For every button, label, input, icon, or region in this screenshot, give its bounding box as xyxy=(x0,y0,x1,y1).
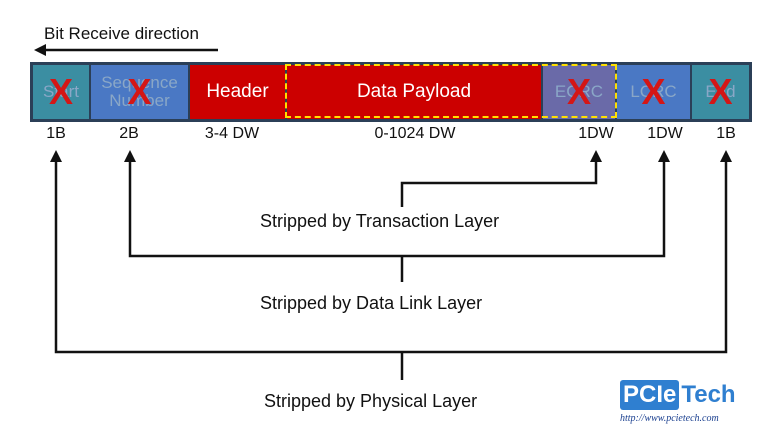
physical-bracket xyxy=(54,158,728,354)
size-header: 3-4 DW xyxy=(204,125,260,142)
segment-header: Header xyxy=(190,65,285,119)
segment-lcrc: LCRC X xyxy=(617,65,690,119)
segment-sequence-number: Sequence Number X xyxy=(91,65,188,119)
datalink-bracket xyxy=(128,158,666,258)
logo-prefix: PCIe xyxy=(620,380,680,410)
arrow-ecrc xyxy=(590,150,602,162)
segment-start-label: Start xyxy=(43,82,79,101)
strip-x-icon: X xyxy=(566,71,591,112)
arrow-end xyxy=(720,150,732,162)
logo-suffix: Tech xyxy=(681,381,736,408)
size-ecrc: 1DW xyxy=(578,125,614,142)
pcietech-logo: PCIe Tech http://www.pcietech.com xyxy=(620,380,736,424)
segment-end: End X xyxy=(692,65,749,119)
size-payload: 0-1024 DW xyxy=(374,125,456,142)
direction-arrow-head xyxy=(34,44,46,56)
segment-ecrc: ECRC X xyxy=(543,65,615,119)
segment-start: Start X xyxy=(33,65,89,119)
arrow-lcrc xyxy=(658,150,670,162)
arrow-start xyxy=(50,150,62,162)
data-link-layer-label: Stripped by Data Link Layer xyxy=(260,293,483,313)
size-start: 1B xyxy=(46,125,66,142)
transaction-layer-label: Stripped by Transaction Layer xyxy=(260,211,500,231)
direction-label: Bit Receive direction xyxy=(44,24,199,43)
strip-x-icon: X xyxy=(48,71,73,112)
segment-sequence-label: Sequence Number xyxy=(101,73,178,110)
arrow-seq xyxy=(124,150,136,162)
strip-x-icon: X xyxy=(127,71,152,112)
segment-ecrc-label: ECRC xyxy=(554,82,604,101)
strip-x-icon: X xyxy=(641,71,666,112)
strip-x-icon: X xyxy=(708,71,733,112)
physical-layer-label: Stripped by Physical Layer xyxy=(264,391,478,411)
tlp-highlight xyxy=(285,64,617,118)
segment-payload-label: Data Payload xyxy=(356,81,472,102)
segment-data-payload: Data Payload xyxy=(287,65,541,119)
transaction-bracket xyxy=(400,158,598,207)
segment-end-label: End xyxy=(705,82,736,101)
segment-lcrc-label: LCRC xyxy=(630,82,677,101)
size-sequence: 2B xyxy=(119,125,139,142)
size-end: 1B xyxy=(716,125,736,142)
segment-header-label: Header xyxy=(206,81,269,102)
size-lcrc: 1DW xyxy=(647,125,683,142)
logo-url: http://www.pcietech.com xyxy=(620,413,719,424)
